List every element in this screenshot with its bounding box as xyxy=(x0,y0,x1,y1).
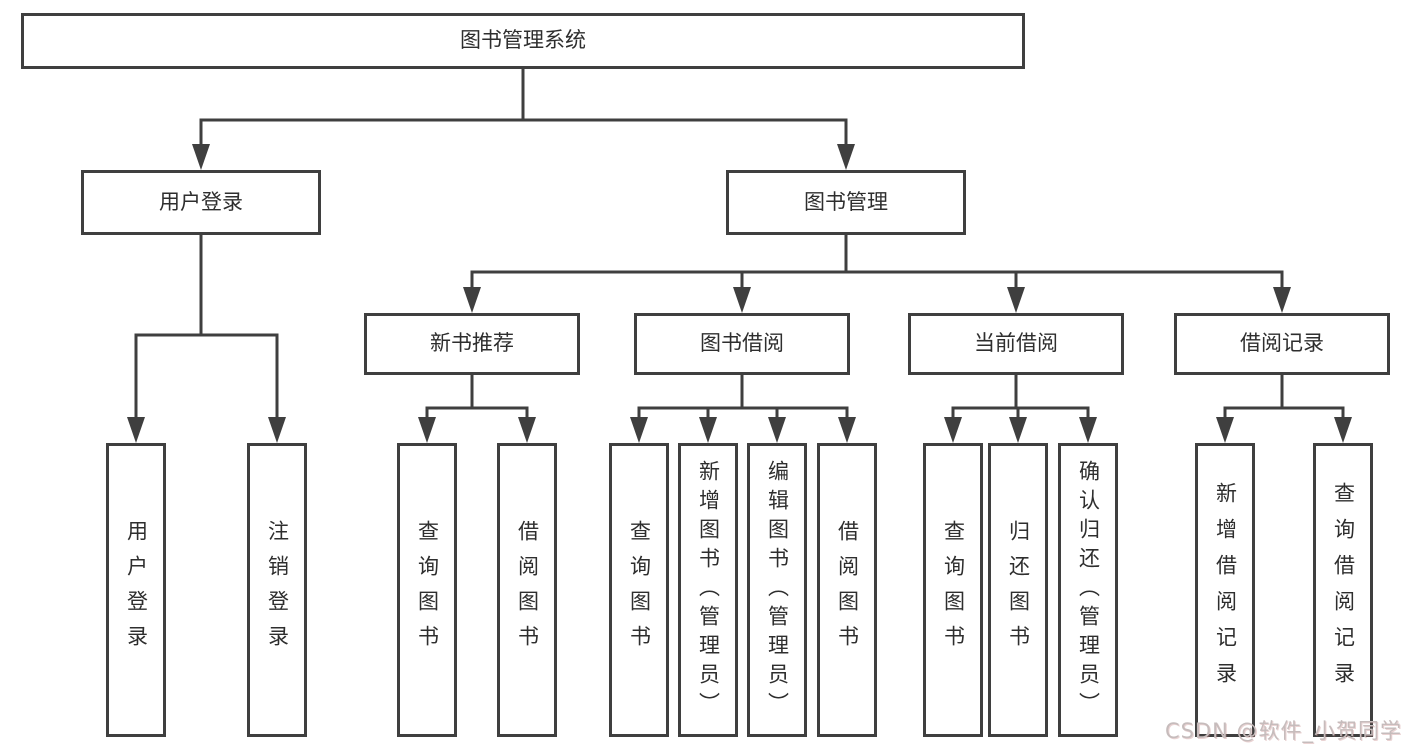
node-current-borrow: 当前借阅 xyxy=(908,313,1124,375)
node-book-management: 图书管理 xyxy=(726,170,966,235)
node-label: 查询借阅记录 xyxy=(1331,482,1356,698)
leaf-logout: 注销登录 xyxy=(247,443,307,737)
node-label: 图书管理 xyxy=(804,189,888,214)
node-label: 查询图书 xyxy=(941,520,966,660)
node-label: 图书管理系统 xyxy=(460,28,586,53)
node-label: 注销登录 xyxy=(265,520,290,660)
node-user-login: 用户登录 xyxy=(81,170,321,235)
node-label: 查询图书 xyxy=(627,520,652,660)
node-label: 编辑图书（管理员） xyxy=(765,459,790,721)
leaf-query-books-recommend: 查询图书 xyxy=(397,443,457,737)
node-label: 借阅图书 xyxy=(515,520,540,660)
node-label: 用户登录 xyxy=(124,520,149,660)
node-new-book-recommend: 新书推荐 xyxy=(364,313,580,375)
leaf-borrow-books: 借阅图书 xyxy=(817,443,877,737)
leaf-query-books-current: 查询图书 xyxy=(923,443,983,737)
node-label: 新书推荐 xyxy=(430,331,514,356)
leaf-query-books-borrow: 查询图书 xyxy=(609,443,669,737)
node-book-borrow: 图书借阅 xyxy=(634,313,850,375)
leaf-confirm-return-admin: 确认归还（管理员） xyxy=(1058,443,1118,737)
leaf-edit-book-admin: 编辑图书（管理员） xyxy=(747,443,807,737)
leaf-add-book-admin: 新增图书（管理员） xyxy=(678,443,738,737)
node-borrow-records: 借阅记录 xyxy=(1174,313,1390,375)
node-label: 借阅图书 xyxy=(835,520,860,660)
node-label: 用户登录 xyxy=(159,189,243,214)
node-label: 归还图书 xyxy=(1006,520,1031,660)
node-label: 图书借阅 xyxy=(700,331,784,356)
leaf-user-login: 用户登录 xyxy=(106,443,166,737)
node-label: 当前借阅 xyxy=(974,331,1058,356)
leaf-query-borrow-record: 查询借阅记录 xyxy=(1313,443,1373,737)
node-label: 借阅记录 xyxy=(1240,331,1324,356)
node-root-system: 图书管理系统 xyxy=(21,13,1025,69)
leaf-borrow-books-recommend: 借阅图书 xyxy=(497,443,557,737)
leaf-add-borrow-record: 新增借阅记录 xyxy=(1195,443,1255,737)
node-label: 新增借阅记录 xyxy=(1213,482,1238,698)
node-label: 确认归还（管理员） xyxy=(1076,459,1101,721)
node-label: 新增图书（管理员） xyxy=(696,459,721,721)
arrowheads xyxy=(127,144,1352,443)
csdn-watermark: CSDN @软件_小贺同学 xyxy=(1164,719,1402,743)
leaf-return-book: 归还图书 xyxy=(988,443,1048,737)
node-label: 查询图书 xyxy=(415,520,440,660)
